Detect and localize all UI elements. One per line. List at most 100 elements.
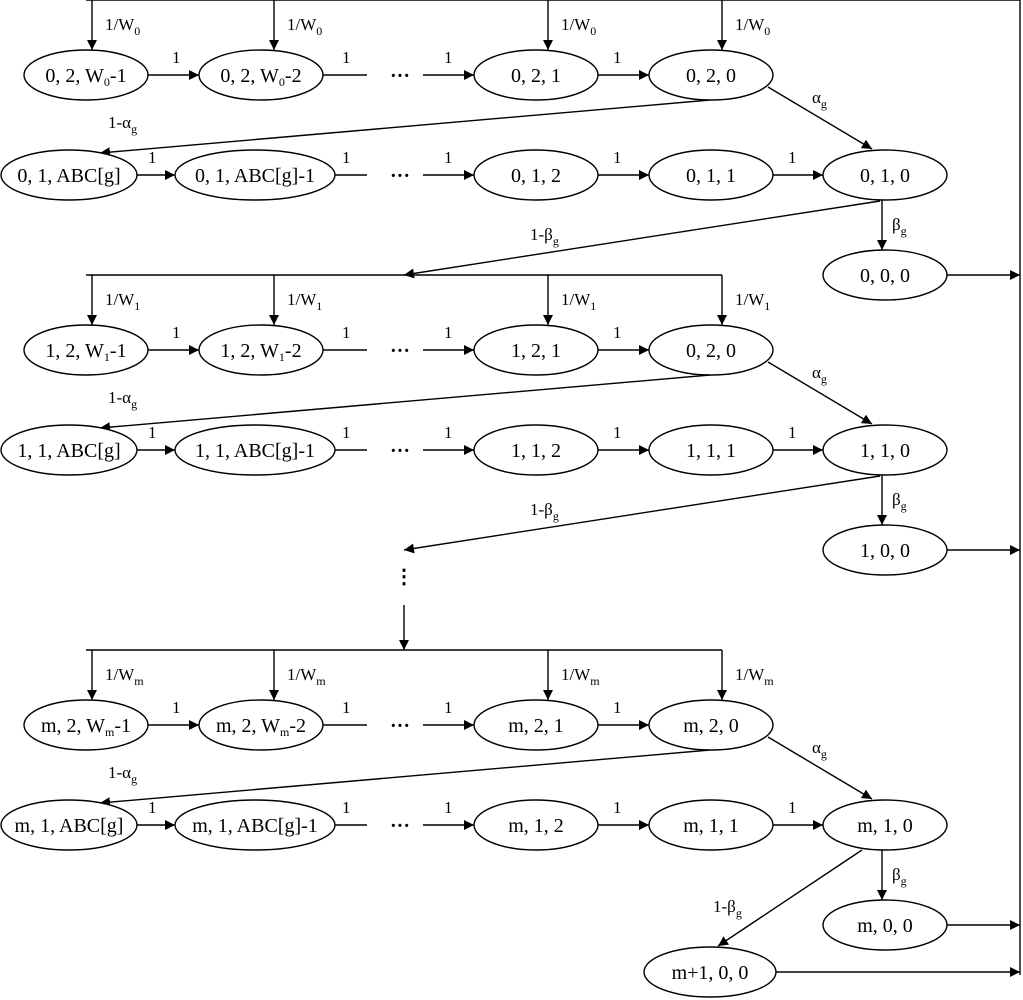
row0-top-arrow-3-label: 1 (613, 48, 622, 67)
row1-init-prob-label-2-base: 1/W (561, 290, 591, 309)
row2-init-prob-label-0: 1/Wm (105, 665, 144, 688)
row1-top-node-1-label-subscript: 1 (279, 350, 285, 364)
row1-mid-arrow-4-label: 1 (788, 423, 797, 442)
row0-top-node-2 (473, 49, 599, 101)
row2-mid-node-1 (174, 799, 336, 851)
row1-top-node-2-label: 1, 2, 1 (511, 340, 561, 362)
row0-init-prob-label-2-subscript: 0 (590, 24, 596, 38)
row2-absorb-node (822, 899, 948, 951)
row0-mid-node-0-label: 0, 1, ABC[g] (17, 165, 120, 187)
row0-init-prob-label-1-base: 1/W (287, 15, 317, 34)
row0-top-node-0-label: 0, 2, W0-1 (45, 65, 126, 89)
row0-one-minus-alpha-label-subscript: g (131, 122, 137, 136)
row1-mid-arrow-2-label: 1 (444, 423, 453, 442)
row0-init-prob-label-3-base: 1/W (735, 15, 765, 34)
row1-mid-node-1 (174, 424, 336, 476)
row2-one-minus-beta-arrow (717, 849, 863, 947)
row2-beta-label-subscript: g (901, 874, 907, 888)
row1-mid-arrow-3-label: 1 (613, 423, 622, 442)
row1-init-prob-label-0-subscript: 1 (134, 299, 140, 313)
row1-top-node-2 (473, 324, 599, 376)
row0-mid-node-2-label: 0, 1, 2 (511, 165, 561, 187)
row2-init-prob-label-1-base: 1/W (287, 665, 317, 684)
row0-top-node-1 (198, 49, 324, 101)
row2-top-node-0-label-suffix: -1 (114, 715, 131, 737)
final-node (643, 946, 777, 998)
row1-top-node-0-label-suffix: -1 (110, 340, 127, 362)
row1-init-prob-label-1-subscript: 1 (316, 299, 322, 313)
row1-top-arrow-3-label: 1 (613, 323, 622, 342)
row2-mid-node-4 (822, 799, 948, 851)
row1-alpha-label: αg (812, 363, 827, 386)
row1-one-minus-beta-arrow (403, 475, 881, 554)
row0-top-arrow-1-label: 1 (342, 48, 351, 67)
row2-one-minus-alpha-arrow (99, 749, 711, 808)
row1-init-prob-label-3-base: 1/W (735, 290, 765, 309)
row0-mid-node-0 (0, 149, 138, 201)
row0-one-minus-beta-label-subscript: g (553, 234, 559, 248)
row1-beta-label-symbol: β (892, 490, 901, 509)
row0-mid-node-4 (822, 149, 948, 201)
row0-mid-ellipsis: ··· (390, 165, 410, 187)
row2-top-arrow-0-label: 1 (172, 698, 181, 717)
row1-mid-node-4-label: 1, 1, 0 (860, 440, 910, 462)
row2-init-prob-label-3-subscript: m (764, 674, 774, 688)
row1-mid-node-2 (473, 424, 599, 476)
row2-alpha-arrow (767, 736, 873, 800)
row1-mid-arrow-0-label: 1 (148, 423, 157, 442)
row0-mid-arrow-3-label: 1 (613, 148, 622, 167)
row2-init-prob-label-2: 1/Wm (561, 665, 600, 688)
row1-beta-label-subscript: g (901, 499, 907, 513)
row0-top-node-3 (648, 49, 774, 101)
row1-one-minus-alpha-label-prefix: 1- (108, 388, 123, 407)
row2-mid-node-1-label: m, 1, ABC[g]-1 (192, 815, 318, 837)
row2-init-prob-label-3-base: 1/W (735, 665, 765, 684)
row0-top-node-0-label-suffix: -1 (110, 65, 127, 87)
row1-one-minus-alpha-arrow (99, 374, 711, 433)
row0-mid-node-3 (648, 149, 774, 201)
row0-one-minus-alpha-label-symbol: α (122, 113, 131, 132)
row1-one-minus-beta-label-prefix: 1- (530, 500, 545, 519)
row2-mid-node-2-label: m, 1, 2 (508, 815, 564, 837)
row1-top-node-1-label-part: 1, 2, W (220, 340, 279, 362)
row2-mid-node-0-label: m, 1, ABC[g] (15, 815, 124, 837)
row2-one-minus-beta-label-subscript: g (736, 906, 742, 920)
row0-mid-arrow-0-label: 1 (148, 148, 157, 167)
row1-alpha-label-symbol: α (812, 363, 821, 382)
row1-top-node-1 (198, 324, 324, 376)
row2-init-prob-label-0-base: 1/W (105, 665, 135, 684)
row1-beta-label: βg (892, 490, 907, 513)
row2-init-prob-label-2-base: 1/W (561, 665, 591, 684)
row0-top-node-1-label: 0, 2, W0-2 (220, 65, 301, 89)
row2-top-node-0 (23, 699, 149, 751)
row2-top-node-1 (198, 699, 324, 751)
row0-init-prob-label-3-subscript: 0 (764, 24, 770, 38)
row1-absorb-node (822, 524, 948, 576)
row0-init-prob-label-3: 1/W0 (735, 15, 770, 38)
row1-init-prob-label-1-base: 1/W (287, 290, 317, 309)
row2-beta-label-symbol: β (892, 865, 901, 884)
row2-init-prob-label-1: 1/Wm (287, 665, 326, 688)
row2-one-minus-beta-label-symbol: β (727, 897, 736, 916)
row0-one-minus-alpha-label: 1-αg (108, 113, 137, 136)
row0-top-node-0 (23, 49, 149, 101)
row1-init-prob-label-1: 1/W1 (287, 290, 322, 313)
row1-top-node-1-label-suffix: -2 (285, 340, 302, 362)
row1-mid-arrow-1-label: 1 (342, 423, 351, 442)
row2-top-node-0-label: m, 2, Wm-1 (41, 715, 131, 739)
row0-mid-node-4-label: 0, 1, 0 (860, 165, 910, 187)
row2-alpha-label: αg (812, 738, 827, 761)
row0-mid-node-1-label: 0, 1, ABC[g]-1 (195, 165, 315, 187)
row2-beta-label: βg (892, 865, 907, 888)
row1-top-arrow-1-label: 1 (342, 323, 351, 342)
row0-top-node-1-label-suffix: -2 (285, 65, 302, 87)
row0-init-prob-label-1: 1/W0 (287, 15, 322, 38)
row2-top-arrow-2-label: 1 (444, 698, 453, 717)
row2-top-arrow-3-label: 1 (613, 698, 622, 717)
row1-mid-ellipsis: ··· (390, 440, 410, 462)
row2-top-node-1-label-subscript: m (280, 725, 290, 739)
row2-alpha-label-subscript: g (821, 747, 827, 761)
